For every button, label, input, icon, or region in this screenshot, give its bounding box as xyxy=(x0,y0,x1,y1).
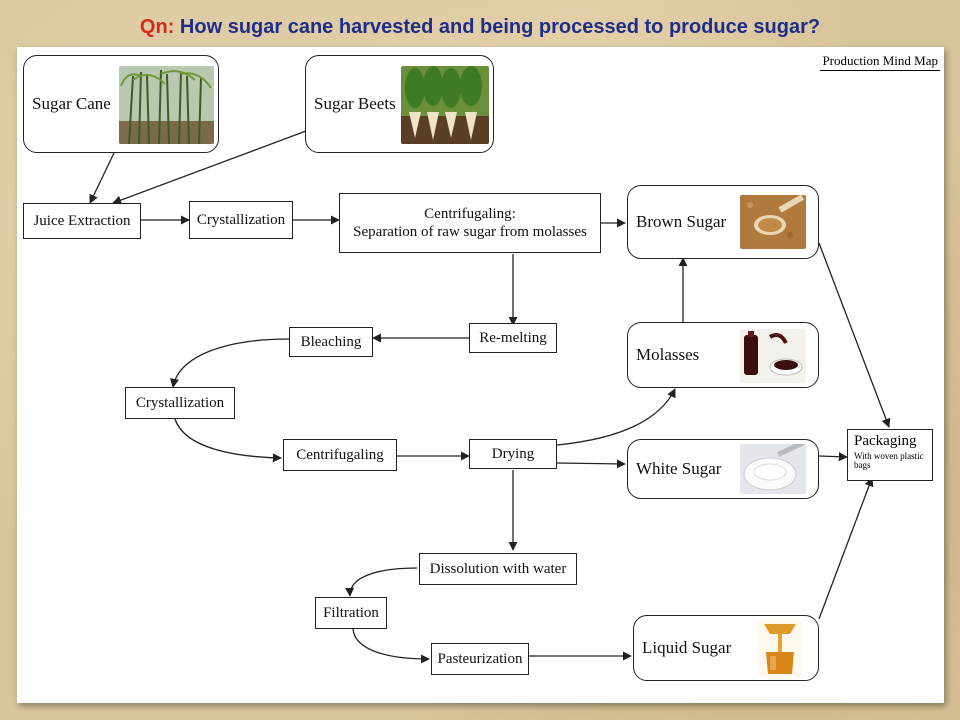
white-sugar-node: White Sugar xyxy=(627,439,819,499)
centrifugaling-title: Centrifugaling: xyxy=(424,206,516,222)
arrow-bleach-to-cryst xyxy=(170,338,290,388)
sugar-cane-photo-icon xyxy=(119,66,214,144)
brown-sugar-label: Brown Sugar xyxy=(636,212,727,231)
map-label: Production Mind Map xyxy=(820,53,940,71)
mind-map-panel: Production Mind Map xyxy=(17,47,944,703)
brown-sugar-photo-icon xyxy=(740,195,806,249)
packaging-node: Packaging With woven plastic bags xyxy=(847,429,933,481)
dissolution-step: Dissolution with water xyxy=(419,553,577,585)
flow-arrows xyxy=(89,130,891,664)
liquid-sugar-node: Liquid Sugar xyxy=(633,615,819,681)
pasteurization-step: Pasteurization xyxy=(431,643,529,675)
sugar-cane-node: Sugar Cane xyxy=(23,55,219,153)
arrow-dissolution-to-filtration xyxy=(345,567,418,597)
filtration-step: Filtration xyxy=(315,597,387,629)
centrifugaling-step-2: Centrifugaling xyxy=(283,439,397,471)
sugar-beets-node: Sugar Beets xyxy=(305,55,494,153)
juice-extraction-step: Juice Extraction xyxy=(23,203,141,239)
centrifugaling-step-1: Centrifugaling: Separation of raw sugar … xyxy=(339,193,601,253)
drying-step: Drying xyxy=(469,439,557,469)
packaging-title: Packaging xyxy=(854,433,917,449)
arrow-brown-to-packaging xyxy=(818,242,891,428)
arrow-white-to-packaging xyxy=(818,452,848,462)
white-sugar-label: White Sugar xyxy=(636,459,722,478)
molasses-photo-icon xyxy=(740,329,806,383)
arrow-drying-to-white xyxy=(556,459,626,469)
arrow-drying-to-molasses xyxy=(556,388,676,446)
arrow-cane-to-juice xyxy=(89,152,115,204)
sugar-beets-label: Sugar Beets xyxy=(314,94,396,113)
brown-sugar-node: Brown Sugar xyxy=(627,185,819,259)
packaging-note: With woven plastic bags xyxy=(854,451,924,471)
molasses-node: Molasses xyxy=(627,322,819,388)
crystallization-step-2: Crystallization xyxy=(125,387,235,419)
page-title: Qn: How sugar cane harvested and being p… xyxy=(0,16,960,39)
bleaching-step: Bleaching xyxy=(289,327,373,357)
liquid-sugar-label: Liquid Sugar xyxy=(642,638,732,657)
molasses-label: Molasses xyxy=(636,345,700,364)
sugar-beets-photo-icon xyxy=(401,66,489,144)
crystallization-step-1: Crystallization xyxy=(189,201,293,239)
centrifugaling-subtitle: Separation of raw sugar from molasses xyxy=(353,224,587,240)
arrow-liquid-to-packaging xyxy=(818,477,874,620)
question-prefix: Qn: xyxy=(139,16,175,38)
arrow-cryst-to-centri2 xyxy=(174,418,282,463)
re-melting-step: Re-melting xyxy=(469,323,557,353)
arrow-filtration-to-pasteurization xyxy=(352,628,430,664)
white-sugar-photo-icon xyxy=(740,444,806,494)
liquid-sugar-photo-icon xyxy=(758,620,802,676)
question-text: How sugar cane harvested and being proce… xyxy=(179,16,821,38)
arrow-beets-to-juice xyxy=(112,130,307,205)
sugar-cane-label: Sugar Cane xyxy=(32,94,111,113)
